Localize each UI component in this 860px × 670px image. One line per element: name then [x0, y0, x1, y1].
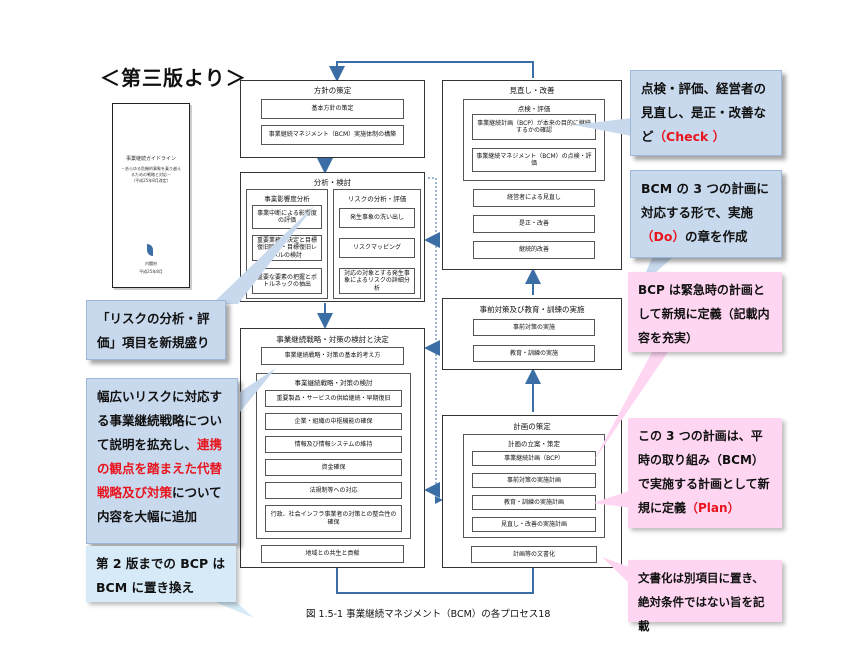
bia-group: 事業影響度分析 事業中断による影響度の評価 重要業務の決定と目標復旧時間・目標復… [246, 189, 328, 299]
figure-caption: 図 1.5-1 事業継続マネジメント（BCM）の各プロセス18 [306, 609, 551, 620]
review-other-2: 是正・改善 [473, 215, 595, 233]
review-eval-group: 点検・評価 事業継続計画（BCP）が本来の目的に継続するかの確認 事業継続マネジ… [463, 99, 605, 181]
callout-do-tail: の章を作成 [684, 229, 748, 244]
strategy-item-2: 企業・組織の中枢機能の確保 [265, 413, 402, 430]
bia-item-1: 事業中断による影響度の評価 [252, 205, 322, 229]
callout-do: BCM の 3 つの計画に対応する形で、実施 （Do）の章を作成 [630, 170, 782, 258]
risk-item-2: リスクマッピング [339, 238, 415, 258]
implement-item-2: 教育・訓練の実施 [473, 345, 595, 362]
risk-item-1: 発生事象の洗い出し [339, 208, 415, 228]
review-other-3: 継続的改善 [473, 241, 595, 259]
strategy-basic: 事業継続戦略・対策の基本的考え方 [261, 347, 404, 365]
callout-check-text: 点検・評価、経営者の見直し、是正・改善など [641, 81, 767, 144]
callout-doc-text: 文書化は別項目に置き、絶対条件ではない旨を記載 [638, 571, 765, 633]
strategy-item-1: 重要製品・サービスの供給継続・早期復旧 [265, 390, 402, 407]
stage-strategy-title: 事業継続戦略・対策の検討と決定 [276, 335, 389, 344]
arrow-review-to-policy [329, 61, 534, 82]
bia-label: 事業影響度分析 [264, 195, 310, 203]
callout-plan: この 3 つの計画は、平時の取り組み（BCM）で実施する計画として新規に定義（P… [628, 418, 782, 528]
callout-doc: 文書化は別項目に置き、絶対条件ではない旨を記載 [628, 560, 782, 633]
stage-implement: 事前対策及び教育・訓練の実施 事前対策の実施 教育・訓練の実施 [442, 298, 622, 370]
cover-edition: （平成25年8月改定） [131, 178, 171, 183]
stage-plan: 計画の策定 計画の立案・策定 事業継続計画（BCP） 事前対策の実施計画 教育・… [442, 415, 622, 568]
risk-label: リスクの分析・評価 [347, 195, 407, 203]
risk-group: リスクの分析・評価 発生事象の洗い出し リスクマッピング 対応の対象とする発生事… [333, 189, 421, 299]
callout-plan-text: この 3 つの計画は、平時の取り組み（BCM）で実施する計画として新規に定義 [638, 429, 770, 515]
guideline-cover-image: 事業継続ガイドライン －あらゆる危機的事象を乗り越えるための戦略と対応－ （平成… [112, 103, 190, 288]
risk-item-3: 対応の対象とする発生事象によるリスクの詳細分析 [339, 268, 415, 294]
strategy-item-5: 法規制等への対応 [265, 482, 402, 499]
dotted-feedback-arrow [428, 177, 443, 504]
plan-sub-group: 計画の立案・策定 事業継続計画（BCP） 事前対策の実施計画 教育・訓練の実施計… [463, 434, 605, 538]
review-eval-item-2: 事業継続マネジメント（BCM）の点検・評価 [472, 148, 596, 172]
callout-strategy-text2: について内容を大幅に追加 [97, 485, 222, 524]
stage-analysis: 分析・検討 事業影響度分析 事業中断による影響度の評価 重要業務の決定と目標復旧… [240, 172, 425, 302]
callout-strategy: 幅広いリスクに対応する事業継続戦略について説明を拡充し、連携の観点を踏まえた代替… [86, 378, 238, 544]
strategy-item-6: 行政、社会インフラ事業者の対策との整合性の確保 [265, 505, 402, 532]
review-eval-label: 点検・評価 [517, 105, 551, 113]
callout-risk: 「リスクの分析・評価」項目を新規盛り [86, 300, 226, 360]
callout-bcm-text: 第 2 版までの BCP は BCM に置き換え [96, 556, 225, 595]
stage-analysis-title: 分析・検討 [313, 178, 352, 187]
callout-plan-highlight: （Plan） [686, 501, 740, 515]
plan-item-1: 事業継続計画（BCP） [472, 451, 596, 466]
strategy-detail-group: 事業継続戦略・対策の検討 重要製品・サービスの供給継続・早期復旧 企業・組織の中… [256, 373, 411, 539]
callout-bcm: 第 2 版までの BCP は BCM に置き換え [86, 546, 236, 602]
review-other-1: 経営者による見直し [473, 189, 595, 207]
callout-check-highlight: （Check ） [653, 129, 726, 144]
plan-doc: 計画等の文書化 [471, 546, 597, 563]
strategy-item-4: 資金確保 [265, 459, 402, 476]
callout-check: 点検・評価、経営者の見直し、是正・改善など（Check ） [630, 70, 782, 156]
cover-org: 内閣府 [145, 261, 157, 266]
callout-strategy-text1: 幅広いリスクに対応する事業継続戦略について説明を拡充し、 [97, 389, 223, 452]
plan-item-4: 見直し・改善の実施計画 [472, 517, 596, 532]
plan-item-2: 事前対策の実施計画 [472, 473, 596, 488]
stage-review: 見直し・改善 点検・評価 事業継続計画（BCP）が本来の目的に継続するかの確認 … [442, 80, 622, 270]
stage-plan-title: 計画の策定 [513, 422, 551, 431]
stage-review-title: 見直し・改善 [509, 86, 555, 95]
strategy-detail-label: 事業継続戦略・対策の検討 [294, 379, 373, 387]
policy-item-2: 事業継続マネジメント（BCM）実施体制の構築 [261, 125, 404, 145]
stage-strategy: 事業継続戦略・対策の検討と決定 事業継続戦略・対策の基本的考え方 事業継続戦略・… [240, 328, 425, 568]
callout-bcp-text: BCP は緊急時の計画として新規に定義（記載内容を充実） [638, 283, 770, 345]
cover-logo-icon [147, 244, 153, 256]
strategy-item-3: 情報及び情報システムの維持 [265, 436, 402, 453]
cover-title: 事業継続ガイドライン [125, 156, 176, 162]
strategy-community: 地域との共生と貢献 [261, 545, 404, 563]
callout-strategy-highlight: 連携の観点を踏まえた代替戦略及び対策 [97, 437, 223, 500]
arrow-strategy-to-plan [336, 568, 534, 594]
section-heading: ＜第三版より＞ [100, 66, 247, 90]
cover-date: 平成25年8月 [139, 269, 163, 274]
policy-item-1: 基本方針の策定 [261, 99, 404, 119]
stage-policy: 方針の策定 基本方針の策定 事業継続マネジメント（BCM）実施体制の構築 [240, 80, 425, 158]
callout-do-highlight: （Do） [641, 229, 685, 244]
callout-bcp: BCP は緊急時の計画として新規に定義（記載内容を充実） [628, 272, 782, 352]
bia-item-3: 重要な要素の把握とボトルネックの抽出 [252, 268, 322, 294]
callout-risk-text: 「リスクの分析・評価」項目を新規盛り [97, 311, 210, 350]
callout-do-text: BCM の 3 つの計画に対応する形で、実施 [641, 181, 769, 220]
stage-implement-title: 事前対策及び教育・訓練の実施 [479, 305, 585, 314]
cover-subtitle: －あらゆる危機的事象を乗り越えるための戦略と対応－ [121, 166, 181, 177]
review-eval-item-1: 事業継続計画（BCP）が本来の目的に継続するかの確認 [472, 114, 596, 140]
plan-sub-label: 計画の立案・策定 [508, 440, 560, 448]
stage-policy-title: 方針の策定 [313, 86, 352, 95]
implement-item-1: 事前対策の実施 [473, 319, 595, 336]
